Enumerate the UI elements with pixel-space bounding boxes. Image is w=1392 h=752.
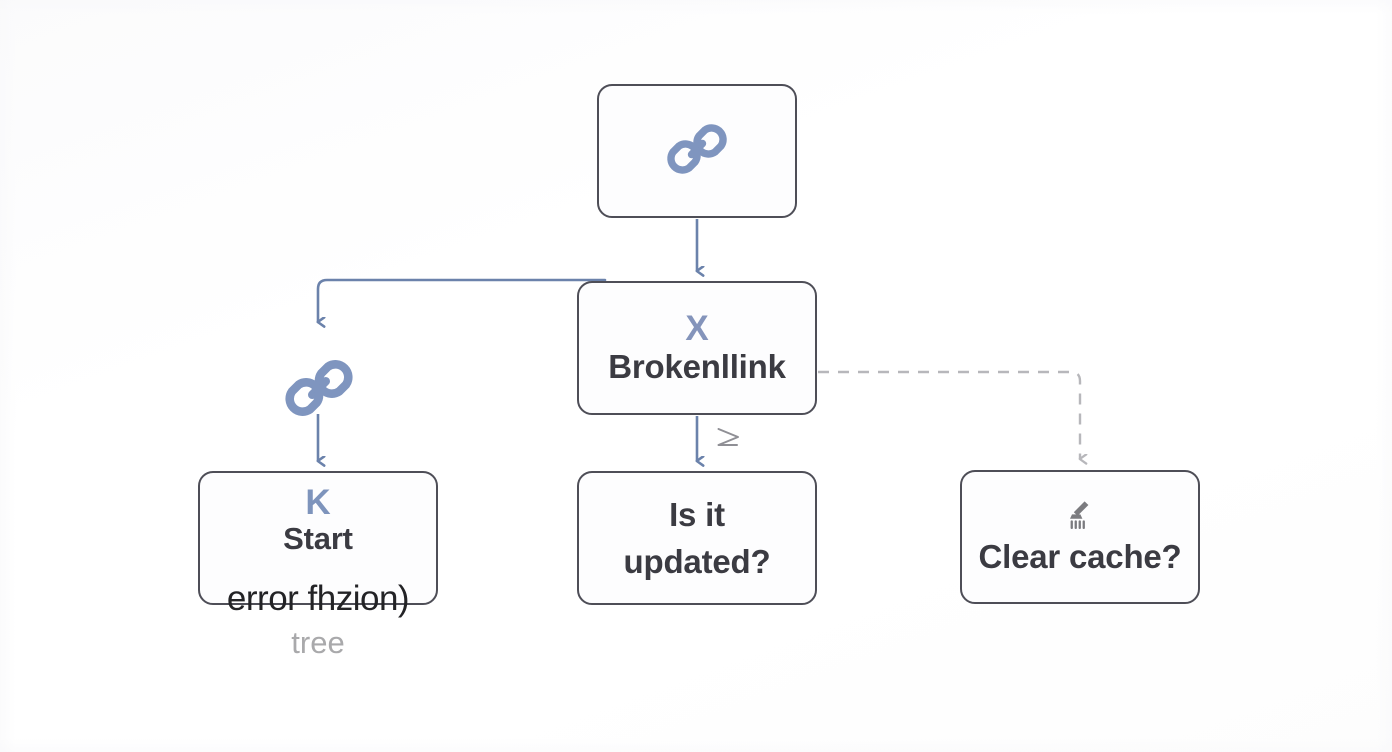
chain-link-icon <box>665 117 729 185</box>
node-start-subtitle: tree <box>291 625 345 660</box>
node-is-updated[interactable]: Is it updated? <box>577 471 817 605</box>
node-is-updated-title-line1: Is it <box>669 495 725 533</box>
chain-link-icon <box>283 352 355 428</box>
node-start-title: Start <box>283 521 353 556</box>
arrow-cursor-icon <box>715 425 743 453</box>
node-broken-link[interactable]: X Brokenllink <box>577 281 817 415</box>
node-broken-link-title: Brokenllink <box>608 347 786 385</box>
letter-k-icon: K <box>305 483 331 522</box>
node-start-overflow-text: error fhzion) <box>226 579 410 618</box>
node-start[interactable]: K Start error fhzion) tree <box>198 471 438 660</box>
node-is-updated-title-line2: updated? <box>623 543 771 580</box>
node-clear-cache[interactable]: Clear cache? <box>960 470 1200 604</box>
x-mark-icon: X <box>685 308 709 348</box>
broom-icon <box>1063 498 1097 536</box>
edge-broken-link-to-clear-cache <box>818 370 1080 459</box>
node-link-root[interactable] <box>597 84 797 218</box>
edge-broken-link-to-start <box>318 278 607 322</box>
node-clear-cache-title: Clear cache? <box>978 538 1182 575</box>
